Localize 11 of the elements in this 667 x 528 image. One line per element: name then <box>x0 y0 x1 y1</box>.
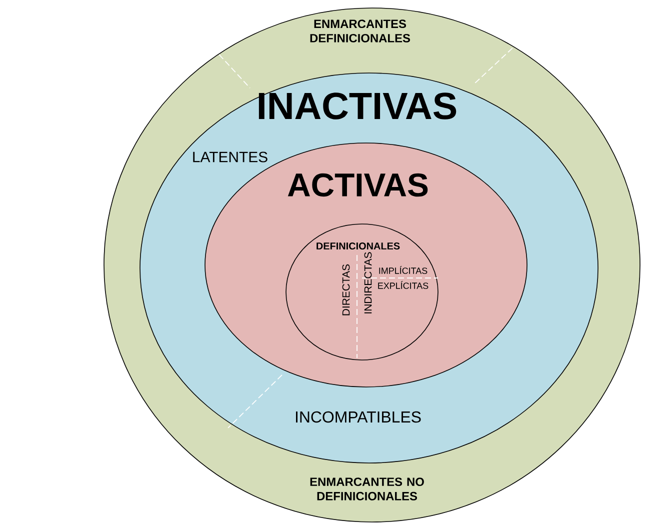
circle-label: EXPLÍCITAS <box>378 281 428 289</box>
circle-label: INDIRECTAS <box>364 252 372 314</box>
ring-label: ENMARCANTES DEFINICIONALES <box>310 20 410 42</box>
circle-label: DIRECTAS <box>342 264 350 316</box>
circle-label: DEFINICIONALES <box>316 242 400 250</box>
ring-label: LATENTES <box>193 152 268 162</box>
ring-label: ENMARCANTES NO DEFINICIONALES <box>310 478 424 500</box>
circle-label: IMPLÍCITAS <box>379 266 428 274</box>
ring-label: INCOMPATIBLES <box>296 411 421 423</box>
ring-label: INACTIVAS <box>258 92 456 120</box>
ring-label: ACTIVAS <box>288 173 428 197</box>
